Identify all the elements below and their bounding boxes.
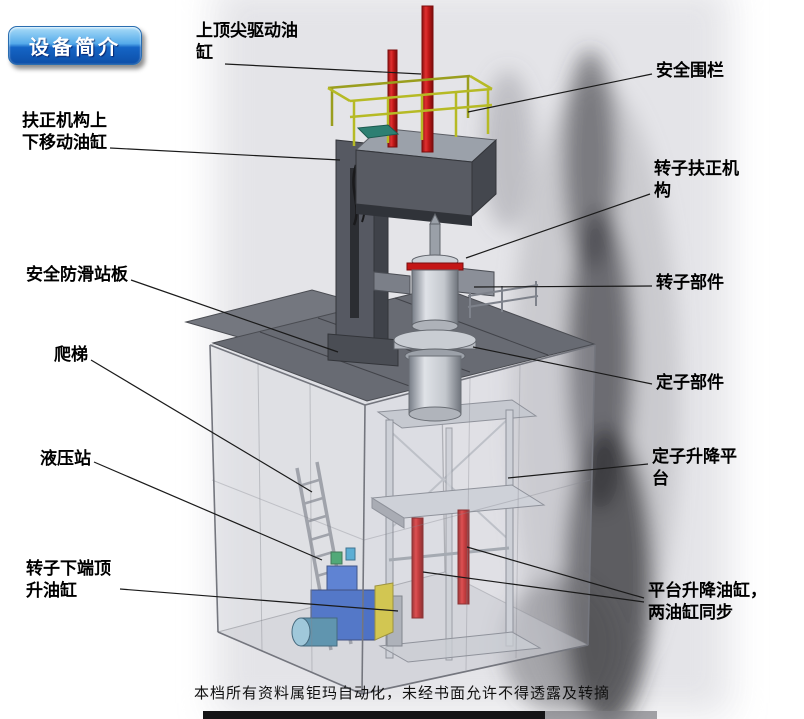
callout-hydraulic-station: 液压站 [40, 449, 91, 468]
callout-rotor-bottom-jack-cylinder: 转子下端顶 升油缸 [26, 559, 111, 601]
leader-righting-mechanism-cylinder [109, 147, 341, 161]
leader-stator-lift-platform [507, 463, 649, 479]
callout-rotor-righting-mechanism: 转子扶正机 构 [654, 159, 739, 201]
title-badge: 设备简介 [8, 26, 142, 65]
step-pad-graphic [356, 124, 400, 139]
callout-ladder: 爬梯 [54, 345, 88, 364]
leader-top-drive-cylinder [224, 63, 422, 75]
leader-lines [90, 63, 653, 612]
stator-part-graphic [408, 355, 462, 422]
leader-stator-part [472, 346, 653, 385]
callout-stator-part: 定子部件 [656, 373, 724, 392]
callout-anti-slip-platform: 安全防滑站板 [26, 265, 128, 284]
rotor-assembly [373, 212, 495, 364]
leader-ladder [90, 359, 313, 493]
pit-front-panels [210, 345, 595, 694]
footer-note: 本档所有资料属钜玛自动化，未经书面允许不得透露及转摘 [193, 685, 610, 702]
bottom-edge-strip [203, 711, 657, 719]
rotor-clamp-graphic [406, 262, 464, 271]
hydraulic-station-graphic [291, 547, 394, 647]
callout-platform-lift-cylinders: 平台升降油缸， 两油缸同步 [648, 581, 767, 623]
hose-graphic [352, 164, 358, 226]
leader-safety-fence [467, 73, 653, 113]
safety-fence-graphic [327, 74, 493, 146]
callout-safety-fence: 安全围栏 [656, 61, 724, 80]
leader-anti-slip-platform [130, 279, 339, 353]
callout-top-drive-cylinder: 上顶尖驱动油 缸 [196, 21, 298, 63]
callout-rotor-part: 转子部件 [656, 273, 724, 292]
callout-righting-mechanism-cylinder: 扶正机构上 下移动油缸 [22, 111, 107, 153]
leader-hydraulic-station [93, 461, 323, 561]
callout-stator-lift-platform: 定子升降平 台 [652, 447, 737, 489]
leader-rotor-bottom-jack [119, 588, 399, 612]
leader-platform-lift-a [466, 546, 645, 599]
righting-arm-graphic [373, 271, 411, 295]
press-head [327, 5, 498, 226]
leader-rotor-righting-mechanism [465, 193, 651, 259]
title-badge-label: 设备简介 [29, 37, 121, 59]
leader-platform-lift-b [422, 571, 645, 603]
leader-rotor-part [473, 285, 653, 288]
